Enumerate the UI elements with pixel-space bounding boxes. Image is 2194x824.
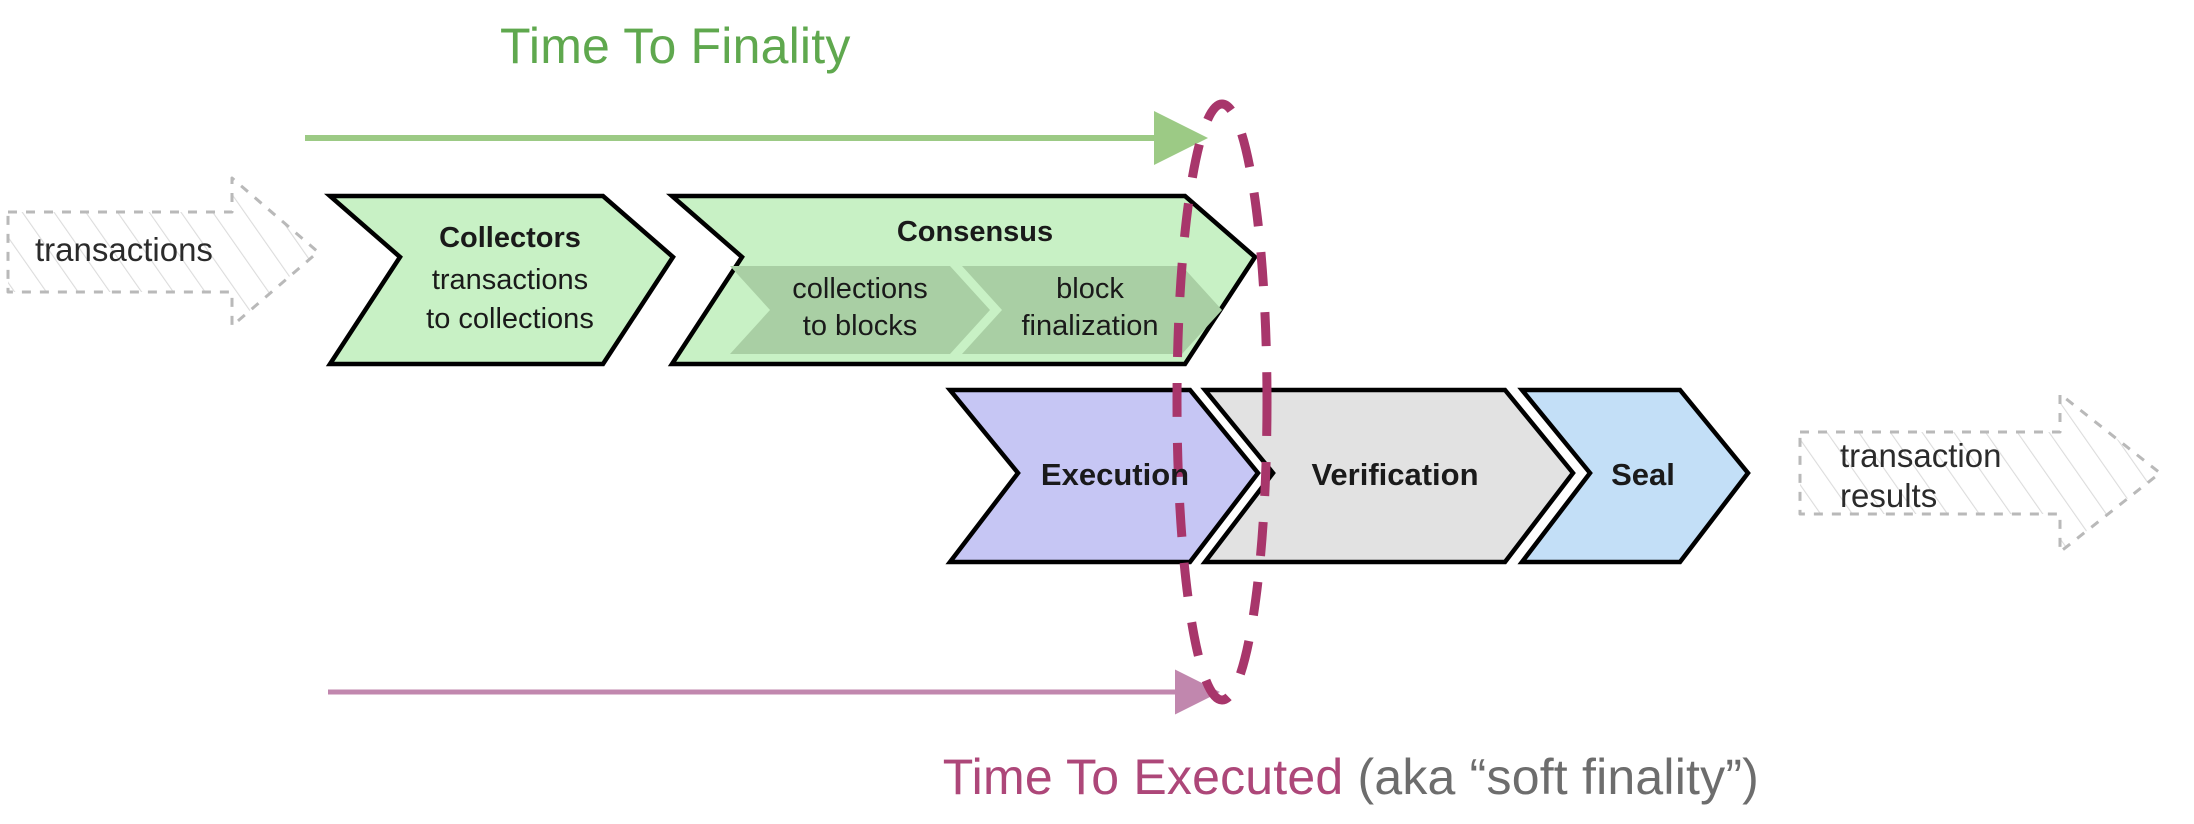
input-ghost-label: transactions [35, 231, 213, 268]
inner-chevron-block-finalization [962, 266, 1222, 354]
consensus-step-1-line-1: collections [792, 273, 928, 305]
chevron-seal[interactable] [1517, 387, 1751, 565]
ghost-arrow-transaction-results [1798, 392, 2162, 554]
diagram-canvas: Time To Finality transactions Collectors… [6, 18, 2162, 805]
execution-label: Execution [1040, 457, 1190, 492]
consensus-step-2-line-2: finalization [1021, 310, 1159, 342]
ghost-arrow-transactions [6, 176, 320, 328]
output-ghost-label-line-1: transaction [1840, 437, 2002, 474]
output-ghost-label-line-2: results [1840, 477, 1938, 514]
time-to-executed-caption: Time To Executed (aka “soft finality”) [925, 730, 1759, 824]
consensus-step-2-line-1: block [1056, 273, 1124, 305]
time-to-executed-caption-main: Time To Executed [942, 749, 1344, 805]
chevron-verification[interactable] [1200, 387, 1576, 565]
consensus-step-1-line-2: to blocks [802, 310, 918, 342]
diagram-svg [6, 99, 2162, 715]
inner-chevron-collections-to-blocks [730, 266, 990, 354]
finality-boundary-ellipse [1172, 99, 1272, 705]
consensus-title: Consensus [896, 216, 1054, 248]
chevron-collectors[interactable] [323, 193, 676, 367]
verification-label: Verification [1311, 457, 1479, 492]
chevron-consensus[interactable] [665, 193, 1258, 367]
time-to-finality-title: Time To Finality [500, 18, 851, 74]
collectors-subline-2: to collections [426, 303, 594, 335]
seal-label: Seal [1611, 457, 1675, 492]
collectors-title: Collectors [439, 222, 581, 254]
time-to-executed-caption-aka: (aka “soft finality”) [1357, 749, 1760, 805]
collectors-subline-1: transactions [431, 264, 589, 296]
